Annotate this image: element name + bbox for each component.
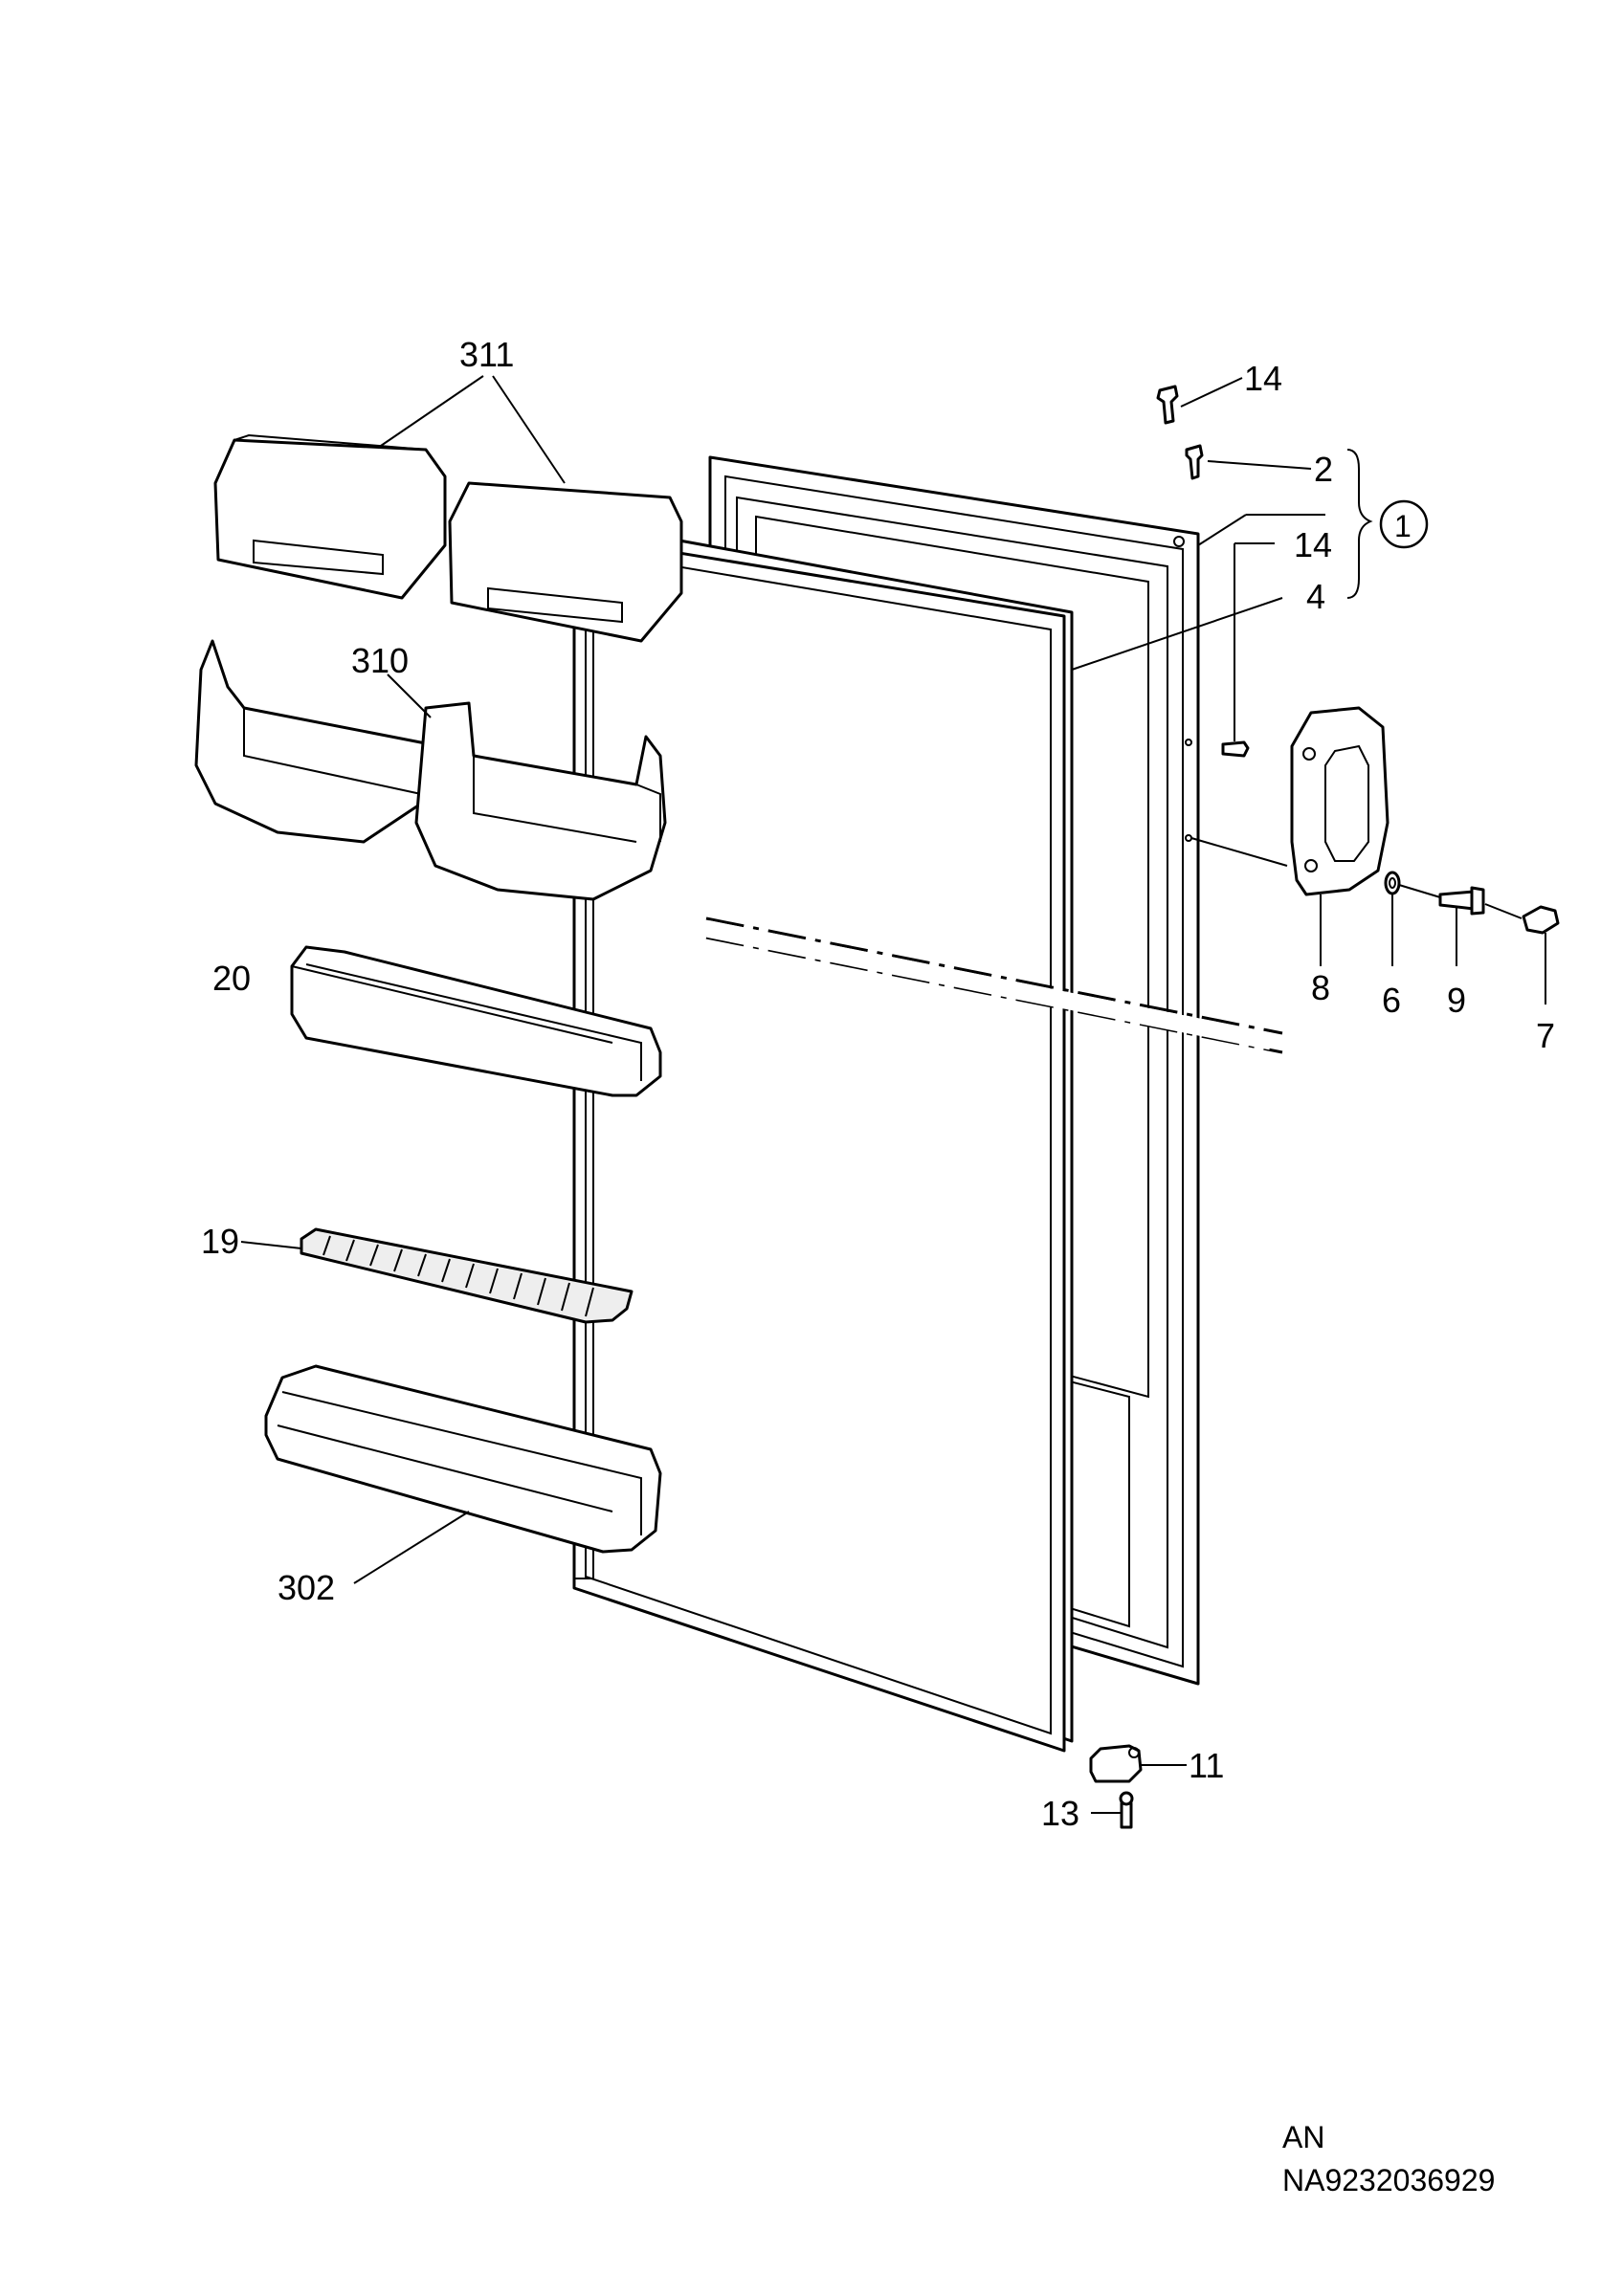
assembly-bracket — [1346, 449, 1429, 599]
screw-14-upper — [1156, 385, 1179, 425]
callout-6: 6 — [1382, 981, 1401, 1020]
washer-6 — [1384, 871, 1401, 895]
shelf-cover-right — [448, 481, 683, 643]
screw-14-side — [1221, 740, 1250, 758]
callout-19: 19 — [201, 1222, 239, 1261]
drawing-number: NA9232036929 — [1282, 2163, 1495, 2197]
dairy-tray-right — [414, 701, 667, 901]
assembly-callout-circle — [1379, 499, 1429, 549]
callout-2: 2 — [1314, 450, 1333, 489]
callout-14-upper: 14 — [1244, 359, 1282, 398]
drawing-footer: AN NA9232036929 — [1282, 2120, 1495, 2197]
callout-14-lower: 14 — [1294, 525, 1332, 564]
shelf-cover-left — [213, 433, 447, 600]
callout-13: 13 — [1041, 1794, 1079, 1833]
callout-labels: 311 310 20 19 302 14 2 1 14 4 8 6 9 7 11… — [201, 335, 1555, 1833]
bottle-grille-19 — [300, 1227, 634, 1324]
callout-1: 1 — [1394, 509, 1412, 543]
callout-311: 311 — [459, 335, 514, 374]
cap-7 — [1522, 905, 1560, 935]
break-line — [705, 916, 1283, 1054]
callout-9: 9 — [1447, 981, 1466, 1020]
screw-13 — [1119, 1791, 1134, 1829]
door-handle-8 — [1290, 706, 1390, 896]
callout-7: 7 — [1536, 1016, 1555, 1055]
callout-302: 302 — [278, 1568, 335, 1607]
callout-20: 20 — [212, 959, 251, 998]
screw-9 — [1438, 886, 1485, 916]
region-code: AN — [1282, 2120, 1324, 2154]
door-bin-20 — [290, 945, 662, 1097]
bottom-hinge-11 — [1089, 1744, 1143, 1783]
door-liner — [572, 534, 1066, 1753]
leader-lines — [240, 375, 1546, 1814]
callout-11: 11 — [1189, 1746, 1224, 1785]
callout-4: 4 — [1306, 577, 1325, 616]
callout-8: 8 — [1311, 968, 1330, 1007]
hinge-pin-2 — [1185, 444, 1204, 480]
bottle-bin-302 — [264, 1364, 662, 1554]
callout-310: 310 — [351, 641, 409, 680]
